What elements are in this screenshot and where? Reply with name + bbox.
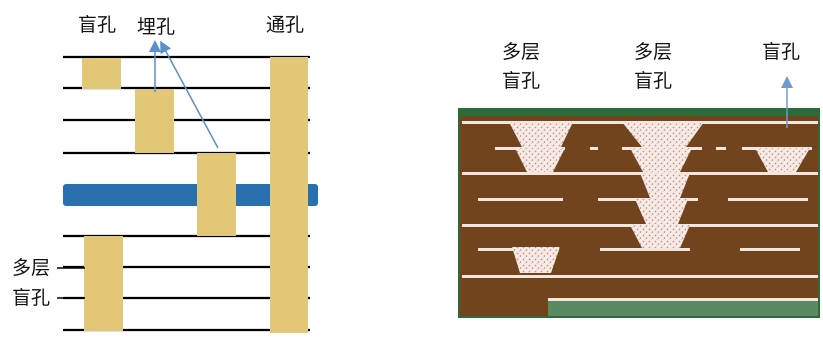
label-through-hole: 通孔 xyxy=(266,14,305,36)
label-buried-via: 埋孔 xyxy=(137,16,176,38)
photo-label-multilayer-a-line1: 多层 xyxy=(502,41,541,63)
label-multilayer-blind-line1: 多层 xyxy=(12,257,51,279)
pcb-cross-section-photo xyxy=(458,76,820,318)
photo-label-multilayer-b-line2: 盲孔 xyxy=(634,70,673,92)
blind-via-top xyxy=(82,58,121,89)
buried-via-2 xyxy=(197,153,236,236)
label-multilayer-blind-line2: 盲孔 xyxy=(12,287,51,309)
core-layer xyxy=(63,184,318,206)
buried-via-arrow-2 xyxy=(160,40,219,149)
multilayer-blind-via xyxy=(84,236,123,331)
buried-via-1 xyxy=(135,89,174,153)
through-hole xyxy=(270,57,308,333)
photo-label-multilayer-a-line2: 盲孔 xyxy=(502,70,541,92)
photo-label-multilayer-b-line1: 多层 xyxy=(634,41,673,63)
photo-label-blind-via: 盲孔 xyxy=(762,41,801,63)
label-blind-via: 盲孔 xyxy=(78,14,117,36)
